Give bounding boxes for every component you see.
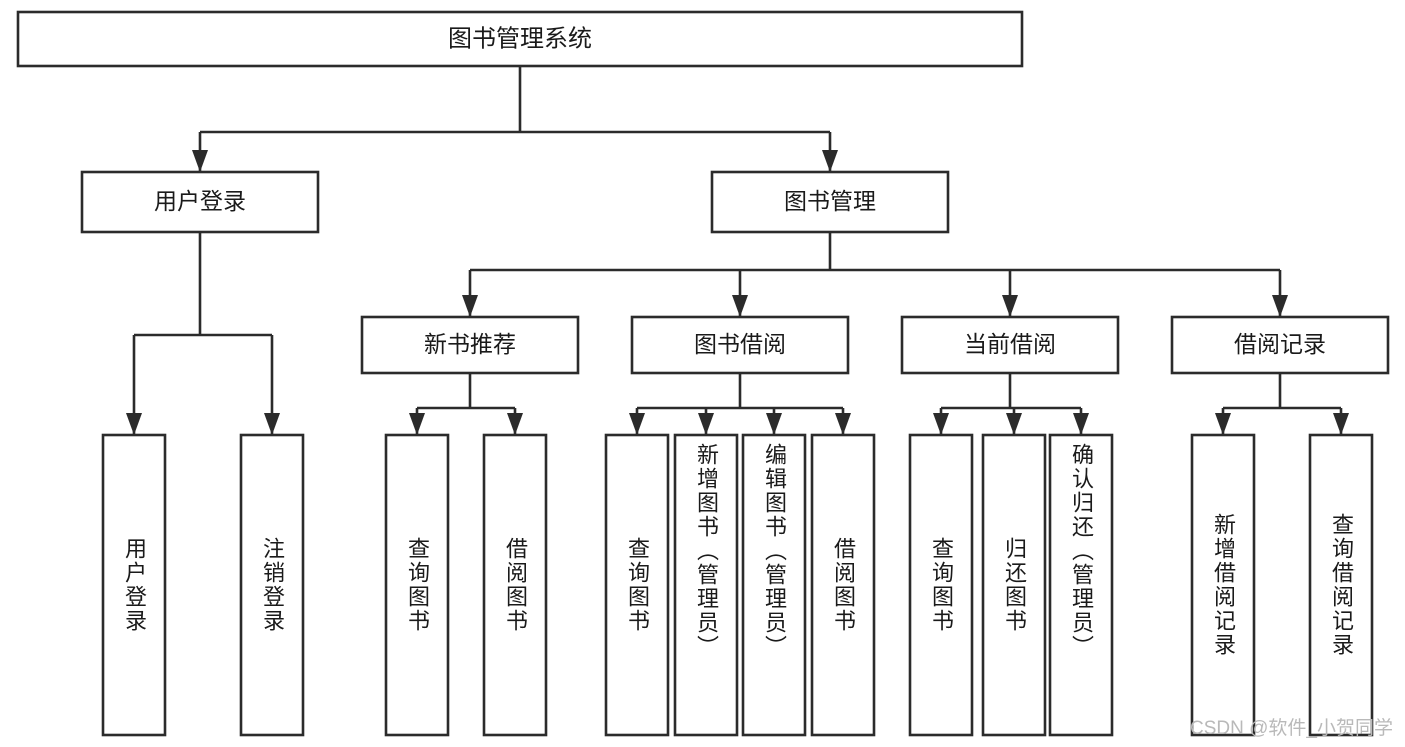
- leaf-node-box-leaf-borrow-book-2[interactable]: [810, 433, 876, 737]
- arrow-head-icon: [462, 295, 478, 317]
- level2-node-box-user-login[interactable]: [80, 170, 320, 234]
- arrow-head-icon: [698, 413, 714, 435]
- root-node-label: 图书管理系统: [448, 25, 592, 52]
- level2-node-label: 图书管理: [784, 188, 876, 214]
- arrow-head-icon: [1006, 413, 1022, 435]
- arrow-head-icon: [766, 413, 782, 435]
- leaf-node-box-leaf-confirm-return[interactable]: [1048, 433, 1114, 737]
- arrow-head-icon: [507, 413, 523, 435]
- leaf-node-box-leaf-query-book-3[interactable]: [908, 433, 974, 737]
- level3-node-label: 当前借阅: [964, 331, 1056, 357]
- csdn-watermark: CSDN @软件_小贺同学: [1190, 718, 1393, 739]
- leaf-node-box-leaf-logout[interactable]: [239, 433, 305, 737]
- arrow-head-icon: [933, 413, 949, 435]
- leaf-node-box-leaf-edit-book[interactable]: [741, 433, 807, 737]
- arrow-head-icon: [822, 150, 838, 172]
- arrow-head-icon: [192, 150, 208, 172]
- connectors-layer: [126, 66, 1349, 435]
- leaf-node-box-leaf-user-login[interactable]: [101, 433, 167, 737]
- arrow-head-icon: [264, 413, 280, 435]
- level3-node-label: 新书推荐: [424, 331, 516, 357]
- leaf-node-box-leaf-add-record[interactable]: [1190, 433, 1256, 737]
- level2-node-label: 用户登录: [154, 188, 246, 214]
- leaf-node-box-leaf-query-book-2[interactable]: [604, 433, 670, 737]
- arrow-head-icon: [629, 413, 645, 435]
- leaf-node-box-leaf-query-book-1[interactable]: [384, 433, 450, 737]
- boxes-layer: [16, 10, 1390, 737]
- arrow-head-icon: [126, 413, 142, 435]
- level3-node-box-current-borrow[interactable]: [900, 315, 1120, 375]
- leaf-node-box-leaf-add-book[interactable]: [673, 433, 739, 737]
- arrow-head-icon: [1073, 413, 1089, 435]
- arrow-head-icon: [732, 295, 748, 317]
- arrow-head-icon: [1272, 295, 1288, 317]
- level3-node-box-borrow-record[interactable]: [1170, 315, 1390, 375]
- root-node-box[interactable]: [16, 10, 1024, 68]
- level3-node-label: 借阅记录: [1234, 331, 1326, 357]
- leaf-node-box-leaf-return-book[interactable]: [981, 433, 1047, 737]
- arrow-head-icon: [835, 413, 851, 435]
- arrow-head-icon: [1215, 413, 1231, 435]
- arrow-head-icon: [409, 413, 425, 435]
- arrow-head-icon: [1002, 295, 1018, 317]
- level3-node-label: 图书借阅: [694, 331, 786, 357]
- arrow-head-icon: [1333, 413, 1349, 435]
- leaf-node-box-leaf-borrow-book-1[interactable]: [482, 433, 548, 737]
- level2-node-box-book-manage[interactable]: [710, 170, 950, 234]
- leaf-node-box-leaf-query-record[interactable]: [1308, 433, 1374, 737]
- level3-node-box-book-borrow[interactable]: [630, 315, 850, 375]
- level3-node-box-new-book-recommend[interactable]: [360, 315, 580, 375]
